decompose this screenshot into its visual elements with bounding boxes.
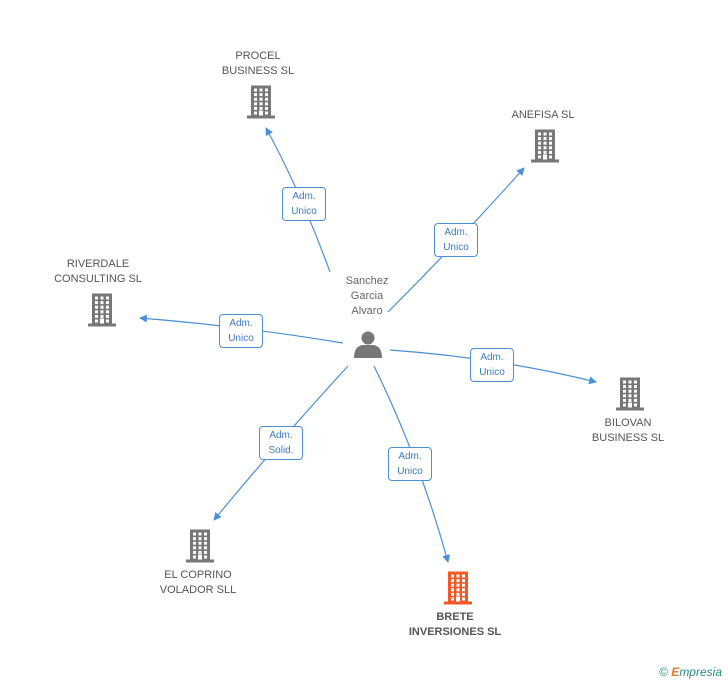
company-label-coprino[interactable]: EL COPRINO VOLADOR SLL bbox=[160, 568, 236, 598]
building-icon-bilovan[interactable] bbox=[616, 377, 644, 411]
copyright-footer: © Empresia bbox=[659, 665, 722, 679]
company-name-line: ANEFISA SL bbox=[511, 109, 575, 121]
edge-label-bilovan[interactable]: Adm. Unico bbox=[470, 348, 514, 382]
brand-logo-initial: E bbox=[671, 665, 680, 679]
company-name-line: PROCEL bbox=[235, 50, 281, 62]
company-label-anefisa[interactable]: ANEFISA SL bbox=[512, 108, 575, 123]
person-name-line: Alvaro bbox=[351, 305, 383, 317]
company-name-line: RIVERDALE bbox=[66, 258, 130, 270]
company-label-procel[interactable]: PROCEL BUSINESS SL bbox=[222, 49, 294, 79]
edge-role-line: Solid. bbox=[268, 445, 294, 456]
copyright-icon: © bbox=[659, 665, 668, 679]
company-label-brete[interactable]: BRETE INVERSIONES SL bbox=[409, 610, 501, 640]
building-icon-anefisa[interactable] bbox=[531, 129, 559, 163]
edge-label-anefisa[interactable]: Adm. Unico bbox=[434, 223, 478, 257]
person-name-line: Sanchez bbox=[345, 275, 389, 287]
company-name-line: BUSINESS SL bbox=[591, 432, 665, 444]
edge-role-line: Unico bbox=[443, 242, 469, 253]
edge-role-line: Unico bbox=[228, 333, 254, 344]
company-name-line: BILOVAN bbox=[604, 417, 652, 429]
edge-role-line: Adm. bbox=[398, 451, 422, 462]
edge-role-line: Adm. bbox=[269, 430, 293, 441]
person-name-line: Garcia bbox=[350, 290, 384, 302]
company-name-line: BRETE bbox=[436, 611, 474, 623]
edge-role-line: Unico bbox=[397, 466, 423, 477]
edge-label-coprino[interactable]: Adm. Solid. bbox=[259, 426, 303, 460]
person-icon[interactable] bbox=[354, 331, 382, 359]
edge-role-line: Adm. bbox=[480, 352, 504, 363]
edge-role-line: Adm. bbox=[229, 318, 253, 329]
edge-label-brete[interactable]: Adm. Unico bbox=[388, 447, 432, 481]
company-name-line: VOLADOR SLL bbox=[159, 584, 237, 596]
company-name-line: INVERSIONES SL bbox=[408, 626, 502, 638]
building-icon-brete[interactable] bbox=[444, 571, 472, 605]
building-icon-coprino[interactable] bbox=[186, 529, 214, 563]
edge-label-riverdale[interactable]: Adm. Unico bbox=[219, 314, 263, 348]
edge-role-line: Adm. bbox=[444, 227, 468, 238]
company-name-line: CONSULTING SL bbox=[54, 273, 142, 285]
company-name-line: BUSINESS SL bbox=[221, 65, 295, 77]
building-icon-riverdale[interactable] bbox=[88, 293, 116, 327]
person-label[interactable]: Sanchez Garcia Alvaro bbox=[346, 274, 389, 319]
edge-role-line: Adm. bbox=[292, 191, 316, 202]
brand-logo-text: mpresia bbox=[679, 665, 722, 679]
edge-role-line: Unico bbox=[291, 206, 317, 217]
company-name-line: EL COPRINO bbox=[164, 569, 232, 581]
company-label-riverdale[interactable]: RIVERDALE CONSULTING SL bbox=[54, 257, 142, 287]
edge-label-procel[interactable]: Adm. Unico bbox=[282, 187, 326, 221]
company-label-bilovan[interactable]: BILOVAN BUSINESS SL bbox=[592, 416, 664, 446]
edge-role-line: Unico bbox=[479, 367, 505, 378]
building-icon-procel[interactable] bbox=[247, 85, 275, 119]
